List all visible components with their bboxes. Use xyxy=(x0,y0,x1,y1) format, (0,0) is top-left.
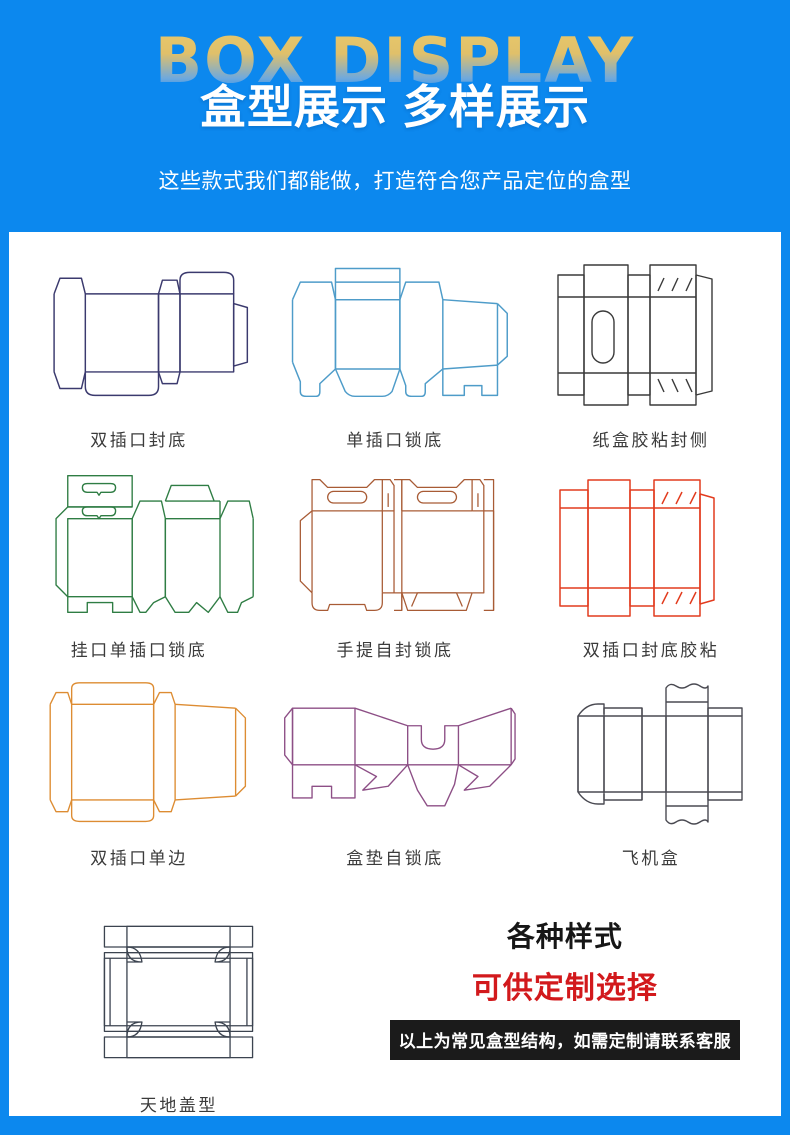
page-title: 盒型展示多样展示 xyxy=(0,83,790,131)
box-card-9[interactable]: 飞机盒 xyxy=(523,661,779,869)
box-gallery-panel: 双插口封底 xyxy=(9,232,781,1116)
box-diagram-airplane-mailer-icon xyxy=(523,661,779,842)
box-diagram-double-tuck-glued-icon xyxy=(523,451,779,634)
box-card-8[interactable]: 盒垫自锁底 xyxy=(267,661,523,869)
box-caption-7: 双插口单边 xyxy=(90,849,188,868)
box-diagram-double-tuck-seal-bottom-icon xyxy=(11,236,267,424)
box-caption-1: 双插口封底 xyxy=(90,431,188,450)
page-subtitle: 这些款式我们都能做，打造符合您产品定位的盒型 xyxy=(158,170,632,193)
page-header: BOX DISPLAY 盒型展示多样展示 这些款式我们都能做，打造符合您产品定位… xyxy=(0,0,790,232)
box-card-1[interactable]: 双插口封底 xyxy=(11,236,267,451)
promo-headline: 各种样式 xyxy=(506,921,623,952)
box-card-2[interactable]: 单插口锁底 xyxy=(267,236,523,451)
box-caption-8: 盒垫自锁底 xyxy=(346,849,444,868)
box-caption-10: 天地盖型 xyxy=(139,1096,218,1115)
box-diagram-glued-side-seal-icon xyxy=(523,236,779,424)
box-gallery-grid: 双插口封底 xyxy=(9,232,781,869)
box-caption-3: 纸盒胶粘封侧 xyxy=(592,431,710,450)
box-card-5[interactable]: 手提自封锁底 xyxy=(267,451,523,661)
box-caption-2: 单插口锁底 xyxy=(346,431,444,450)
box-caption-9: 飞机盒 xyxy=(621,849,681,868)
box-diagram-single-tuck-lock-bottom-icon xyxy=(267,236,523,424)
box-diagram-handle-self-lock-bottom-icon xyxy=(267,451,523,634)
box-card-3[interactable]: 纸盒胶粘封侧 xyxy=(523,236,779,451)
box-caption-6: 双插口封底胶粘 xyxy=(582,641,720,660)
box-card-10[interactable]: 天地盖型 xyxy=(9,887,349,1116)
promo-banner: 以上为常见盒型结构，如需定制请联系客服 xyxy=(389,1020,741,1060)
box-card-6[interactable]: 双插口封底胶粘 xyxy=(523,451,779,661)
box-diagram-insert-self-lock-bottom-icon xyxy=(267,661,523,842)
bottom-section: 天地盖型 各种样式 可供定制选择 以上为常见盒型结构，如需定制请联系客服 xyxy=(9,887,781,1116)
page-title-part2: 多样展示 xyxy=(402,81,590,133)
box-caption-5: 手提自封锁底 xyxy=(336,641,454,660)
box-card-4[interactable]: 挂口单插口锁底 xyxy=(11,451,267,661)
page-title-part1: 盒型展示 xyxy=(200,81,388,133)
box-card-7[interactable]: 双插口单边 xyxy=(11,661,267,869)
promo-block: 各种样式 可供定制选择 以上为常见盒型结构，如需定制请联系客服 xyxy=(349,887,781,1116)
watermark-text: BOX DISPLAY xyxy=(0,30,790,92)
box-diagram-double-tuck-single-edge-icon xyxy=(11,661,267,842)
box-caption-4: 挂口单插口锁底 xyxy=(70,641,208,660)
box-diagram-lid-and-tray-icon xyxy=(9,895,349,1089)
promo-subheadline: 可供定制选择 xyxy=(471,972,658,1005)
box-diagram-hanger-single-tuck-lock-icon xyxy=(11,451,267,634)
